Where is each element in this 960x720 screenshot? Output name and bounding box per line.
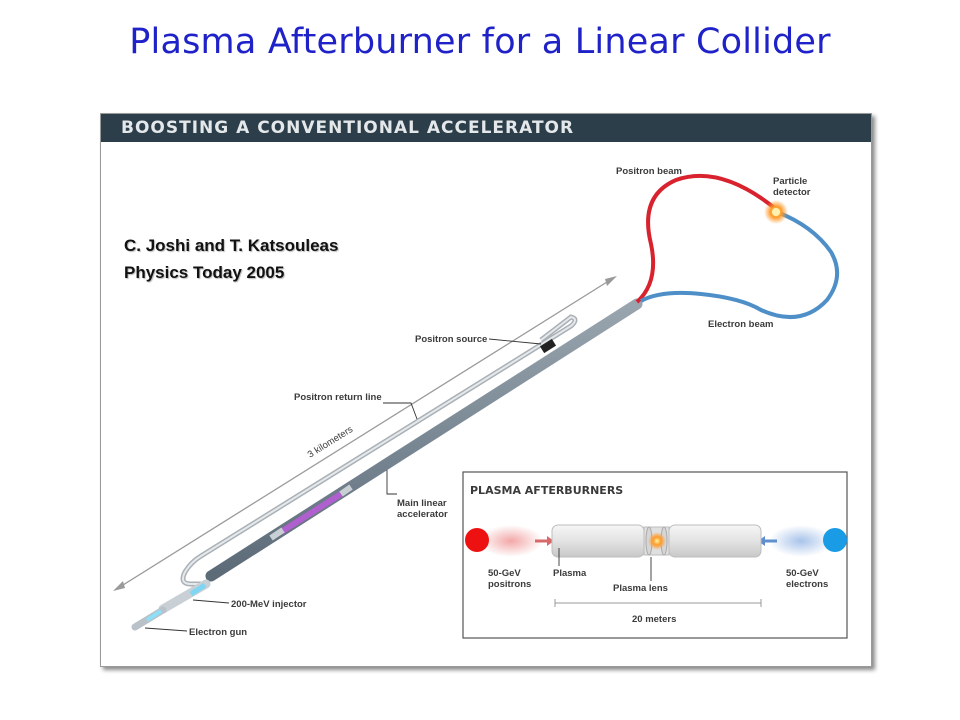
particle-detector-label-1: Particle — [773, 176, 807, 187]
electron-beam — [640, 210, 839, 319]
figure-header: BOOSTING A CONVENTIONAL ACCELERATOR — [101, 114, 871, 142]
citation-authors: C. Joshi and T. Katsouleas — [124, 236, 339, 255]
positrons-label-2: positrons — [488, 579, 531, 590]
particle-detector-label-2: detector — [773, 187, 811, 198]
accelerator-figure: BOOSTING A CONVENTIONAL ACCELERATOR — [100, 113, 872, 667]
positron-source-module — [539, 338, 557, 354]
figure-header-text: BOOSTING A CONVENTIONAL ACCELERATOR — [121, 118, 575, 138]
positron-beam — [635, 173, 779, 304]
electron-gun-label: Electron gun — [189, 627, 247, 638]
citation-journal: Physics Today 2005 — [124, 263, 285, 282]
distance-arrowhead-lower — [113, 581, 125, 591]
distance-arrowhead-upper — [605, 276, 617, 286]
main-linac-label-2: accelerator — [397, 509, 448, 520]
collision-point-glow — [648, 532, 666, 550]
plasma-cell-left — [551, 524, 645, 558]
electrons-label-2: electrons — [786, 579, 828, 590]
electron-beam-label: Electron beam — [708, 319, 773, 330]
electrons-label-1: 50-GeV — [786, 568, 819, 579]
main-linac-label-1: Main linear — [397, 498, 447, 509]
positron-bunch-cloud — [479, 525, 543, 557]
plasma-label: Plasma — [553, 568, 587, 579]
distance-arrow — [114, 276, 616, 591]
plasma-cell-right — [668, 524, 762, 558]
positron-return-line-label: Positron return line — [294, 392, 382, 403]
plasma-lens-label: Plasma lens — [613, 583, 668, 594]
linac-purple-section — [279, 491, 343, 535]
positron-beam-label: Positron beam — [616, 166, 682, 177]
positrons-label-1: 50-GeV — [488, 568, 521, 579]
accelerator-diagram: 3 kilometers Positron beam — [113, 166, 848, 639]
inset-title: PLASMA AFTERBURNERS — [470, 484, 623, 497]
slide-title: Plasma Afterburner for a Linear Collider — [129, 22, 831, 62]
injector-label: 200-MeV injector — [231, 599, 307, 610]
length-label: 20 meters — [632, 614, 676, 625]
positron-source-label: Positron source — [415, 334, 487, 345]
plasma-afterburner-inset: PLASMA AFTERBURNERS 50-GeV positrons Pla… — [462, 471, 848, 639]
electron-bunch-cloud — [769, 525, 833, 557]
